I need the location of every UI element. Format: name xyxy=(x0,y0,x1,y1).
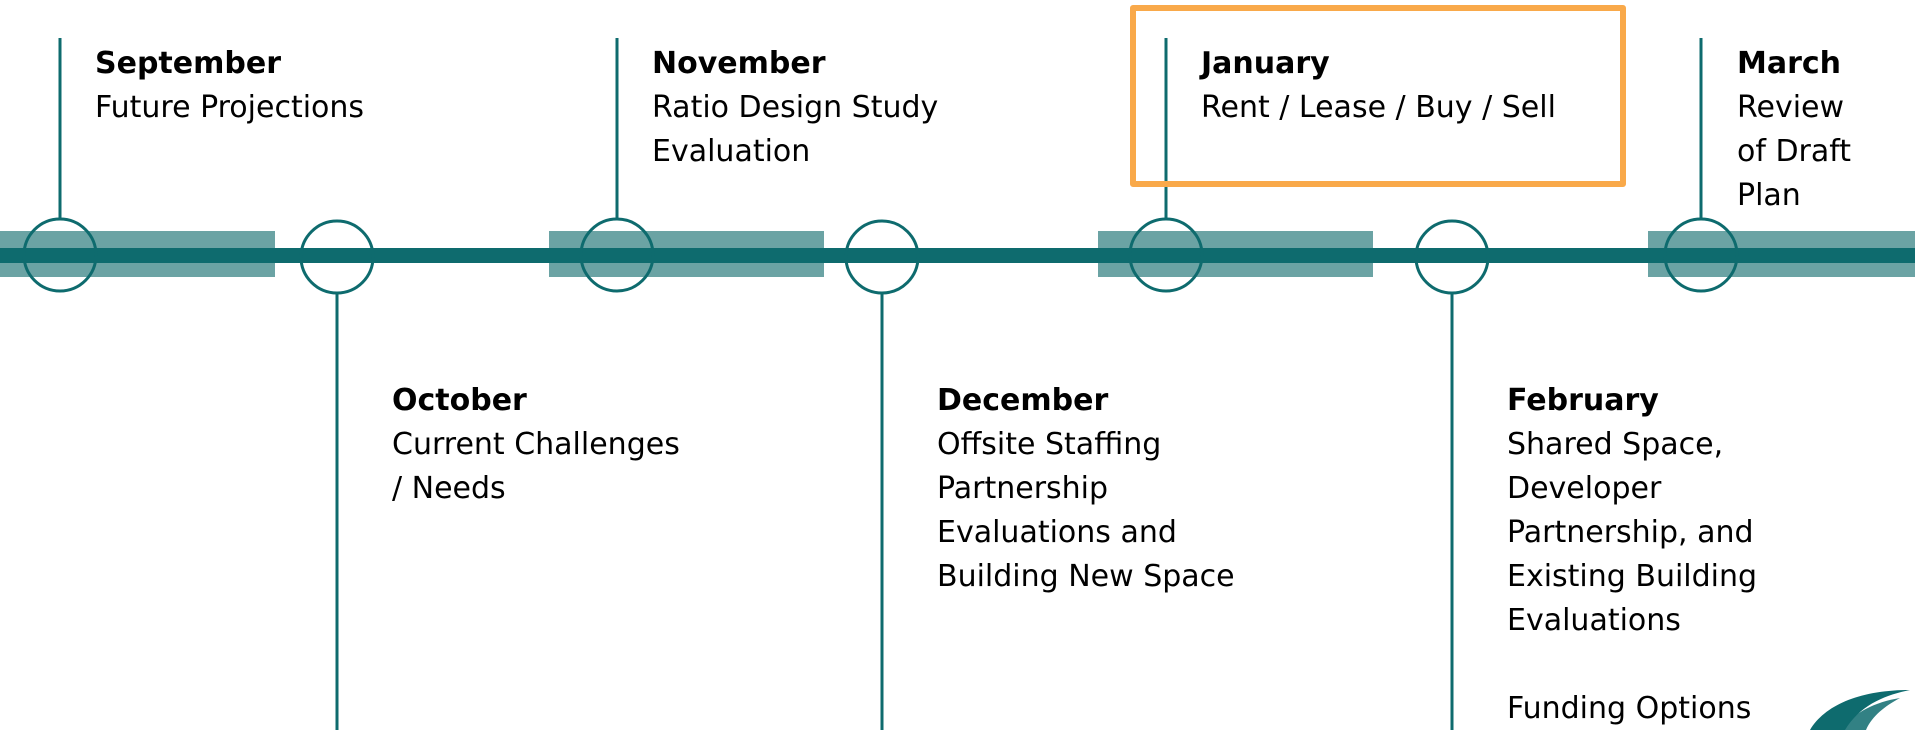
milestone-description: Rent / Lease / Buy / Sell xyxy=(1201,90,1556,125)
milestone-month: March xyxy=(1737,46,1842,81)
milestone-node-march xyxy=(1663,217,1739,293)
milestone-march: March Review of Draft Plan xyxy=(1737,42,1851,218)
milestone-month: November xyxy=(652,46,826,81)
milestone-description: Ratio Design Study Evaluation xyxy=(652,90,939,169)
milestone-node-december xyxy=(844,219,920,295)
milestone-description: Current Challenges / Needs xyxy=(392,427,680,506)
january-highlight-box xyxy=(1130,5,1626,187)
milestone-january: January Rent / Lease / Buy / Sell xyxy=(1201,42,1556,130)
milestone-september: September Future Projections xyxy=(95,42,364,130)
milestone-description: Review of Draft Plan xyxy=(1737,90,1852,213)
milestone-month: October xyxy=(392,383,527,418)
milestone-node-january xyxy=(1128,217,1204,293)
milestone-description: Shared Space, Developer Partnership, and… xyxy=(1507,427,1758,726)
milestone-month: September xyxy=(95,46,281,81)
milestone-node-february xyxy=(1414,219,1490,295)
milestone-node-october xyxy=(299,219,375,295)
milestone-node-november xyxy=(579,217,655,293)
milestone-month: December xyxy=(937,383,1109,418)
milestone-february: February Shared Space, Developer Partner… xyxy=(1507,379,1757,730)
milestone-december: December Offsite Staffing Partnership Ev… xyxy=(937,379,1235,599)
milestone-month: January xyxy=(1201,46,1330,81)
milestone-description: Offsite Staffing Partnership Evaluations… xyxy=(937,427,1235,594)
wave-logo-icon xyxy=(1810,690,1910,730)
milestone-month: February xyxy=(1507,383,1659,418)
milestone-november: November Ratio Design Study Evaluation xyxy=(652,42,938,174)
milestone-description: Future Projections xyxy=(95,90,365,125)
milestone-node-september xyxy=(22,217,98,293)
milestone-october: October Current Challenges / Needs xyxy=(392,379,680,511)
timeline-axis xyxy=(0,248,1915,263)
